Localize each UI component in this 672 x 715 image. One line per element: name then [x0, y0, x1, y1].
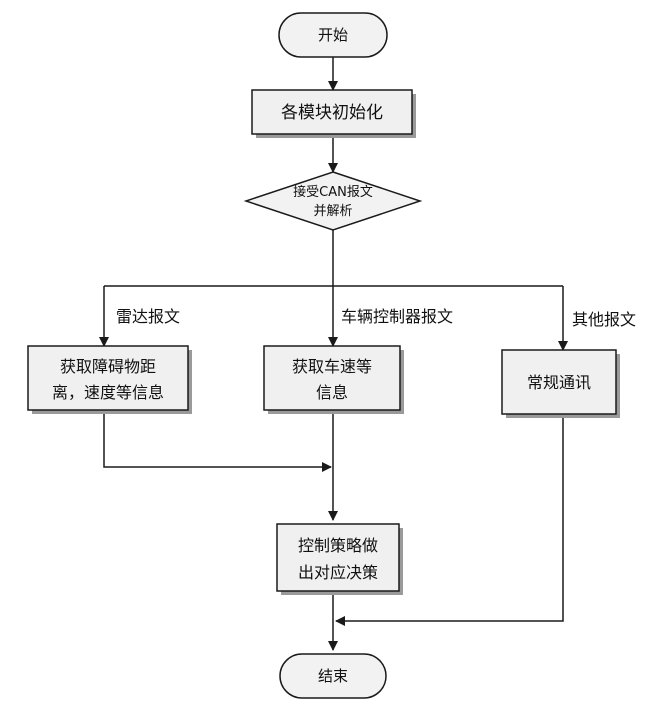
other-label: 常规通讯 — [527, 373, 591, 392]
start-node: 开始 — [278, 12, 388, 58]
init-label: 各模块初始化 — [281, 103, 383, 123]
end-label: 结束 — [318, 667, 348, 685]
strategy-label-line2: 出对应决策 — [298, 563, 378, 582]
decision-label-line2: 并解析 — [313, 204, 352, 219]
decision-node: 接受CAN报文 并解析 — [243, 171, 423, 231]
other-node: 常规通讯 — [501, 349, 620, 418]
end-node: 结束 — [279, 653, 387, 699]
vehicle-label-line1: 获取车速等 — [292, 357, 372, 376]
strategy-node: 控制策略做 出对应决策 — [276, 523, 403, 595]
edge-other-merge — [335, 418, 564, 626]
branch-label-radar: 雷达报文 — [116, 307, 180, 326]
radar-label-line1: 获取障碍物距 — [60, 357, 156, 376]
radar-node: 获取障碍物距 离，速度等信息 — [27, 345, 192, 414]
vehicle-label-line2: 信息 — [316, 383, 348, 402]
vehicle-node: 获取车速等 信息 — [263, 345, 404, 414]
strategy-label-line1: 控制策略做 — [298, 536, 378, 555]
start-label: 开始 — [318, 26, 348, 44]
radar-label-line2: 离，速度等信息 — [52, 383, 164, 402]
branch-label-vehicle: 车辆控制器报文 — [341, 307, 453, 326]
branch-label-other: 其他报文 — [572, 310, 636, 329]
edge-radar-merge — [103, 414, 332, 472]
decision-label-line1: 接受CAN报文 — [293, 184, 373, 200]
connectors — [99, 57, 568, 651]
init-node: 各模块初始化 — [251, 89, 416, 138]
